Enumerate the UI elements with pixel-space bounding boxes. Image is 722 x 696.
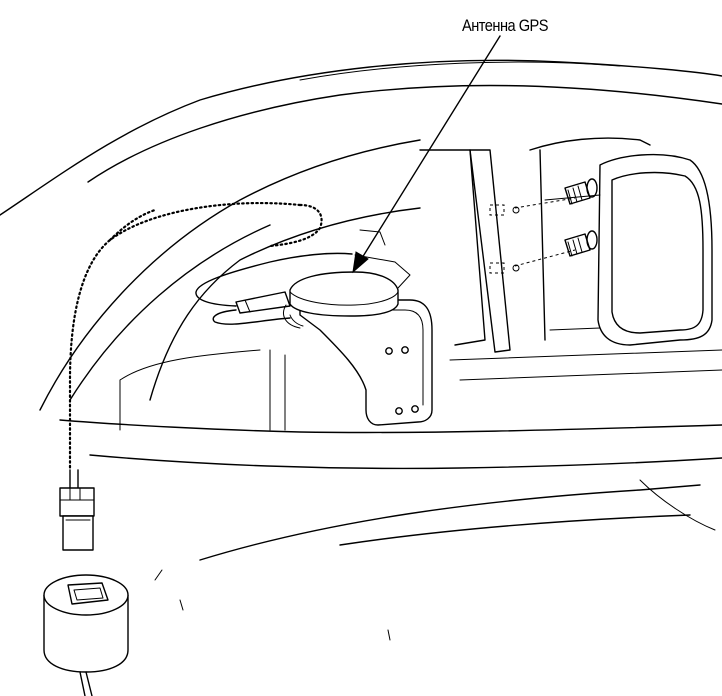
connector-boot bbox=[43, 574, 129, 696]
mounting-screw-lower bbox=[564, 230, 598, 257]
mounting-bracket bbox=[299, 299, 433, 426]
gps-antenna-unit bbox=[235, 271, 399, 329]
roof-outline bbox=[0, 59, 722, 216]
callout-arrow bbox=[352, 35, 501, 274]
interior-panel bbox=[419, 137, 722, 381]
mounting-guides bbox=[489, 197, 576, 274]
cable-route-dotted bbox=[68, 201, 323, 472]
detail-marks bbox=[154, 229, 391, 641]
dashboard-outline bbox=[39, 139, 722, 561]
antenna-cable bbox=[195, 252, 411, 325]
gps-antenna-label: Антенна GPS bbox=[462, 16, 549, 35]
mounting-screw-upper bbox=[564, 178, 598, 205]
cable-connector bbox=[59, 469, 95, 551]
